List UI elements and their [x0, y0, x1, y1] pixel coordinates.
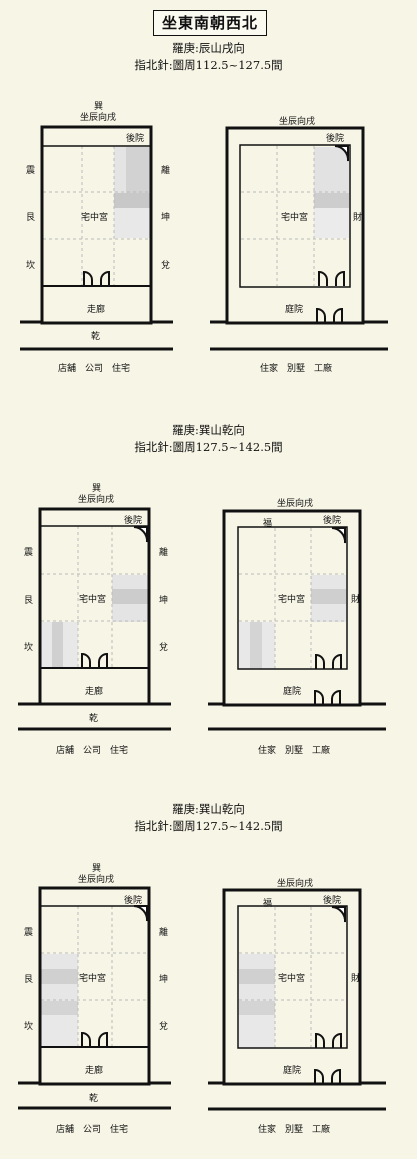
s1-left-label-zhen: 震 [26, 166, 36, 176]
s1-left-top-label-1: 巽 [94, 102, 104, 112]
s2-left-caption: 店舖 公司 住宅 [56, 746, 129, 756]
section-1-heading: 羅庚:辰山戌向 [172, 41, 245, 55]
s2-left-label-kun: 坤 [159, 596, 169, 606]
s3-left-label-kun: 坤 [159, 975, 169, 985]
page-title: 坐東南朝西北 [153, 10, 267, 36]
s1-left-label-kan: 坎 [26, 261, 36, 271]
s2-left-label-kan: 坎 [24, 643, 34, 653]
section-1-compass: 指北針:圖周112.5~127.5間 [134, 58, 283, 72]
s3-left-ground-label: 乾 [89, 1094, 99, 1104]
s2-left-top-label-2: 坐辰向戌 [78, 495, 115, 505]
section-2-compass: 指北針:圖周127.5~142.5間 [134, 440, 283, 454]
s3-right-corner-label: 後院 [323, 896, 342, 906]
s1-right-center-label: 宅中宮 [281, 213, 309, 223]
s3-right-bottom-label: 庭院 [283, 1066, 302, 1076]
s1-right-corner-label: 後院 [326, 134, 345, 144]
s1-right-side-label: 財 [353, 213, 363, 223]
s2-left-center-label: 宅中宮 [79, 595, 107, 605]
s3-left-label-li: 離 [159, 928, 169, 938]
s2-right-bottom-label: 庭院 [283, 687, 302, 697]
s2-right-corner-label: 後院 [323, 516, 342, 526]
s3-right-top-label: 坐辰向戌 [277, 879, 314, 889]
s1-left-bottom-label: 走廊 [87, 305, 106, 315]
s1-left-center-label: 宅中宮 [81, 213, 109, 223]
s2-right-center-label: 宅中宮 [278, 595, 306, 605]
s1-left-corner-label: 後院 [126, 134, 145, 144]
s1-left-floor-plan [20, 125, 173, 351]
s1-left-label-kun: 坤 [161, 213, 171, 223]
s3-left-label-gen: 艮 [24, 975, 34, 985]
s3-right-extra-label: 福 [263, 899, 273, 909]
s1-right-floor-plan [210, 126, 388, 351]
s2-right-side-label: 財 [351, 595, 361, 605]
s3-left-center-label: 宅中宮 [79, 974, 107, 984]
s3-left-label-zhen: 震 [24, 928, 34, 938]
s3-right-center-label: 宅中宮 [278, 974, 306, 984]
s2-left-ground-label: 乾 [89, 714, 99, 724]
s1-right-bottom-label: 庭院 [285, 305, 304, 315]
section-3-heading: 羅庚:巽山乾向 [172, 802, 245, 816]
s2-left-label-li: 離 [159, 548, 169, 558]
s1-left-label-li: 離 [161, 166, 171, 176]
s3-left-label-kan: 坎 [24, 1022, 34, 1032]
s2-left-top-label-1: 巽 [92, 484, 102, 494]
s3-left-bottom-label: 走廊 [85, 1066, 104, 1076]
s2-right-caption: 住家 別墅 工廠 [258, 746, 331, 756]
s1-left-top-label-2: 坐辰向戌 [80, 113, 117, 123]
s3-left-corner-label: 後院 [124, 896, 143, 906]
section-2-heading: 羅庚:巽山乾向 [172, 423, 245, 437]
s1-left-label-gen: 艮 [26, 213, 36, 223]
s1-right-caption: 住家 別墅 工廠 [260, 364, 333, 374]
s1-left-caption: 店舖 公司 住宅 [58, 364, 131, 374]
s2-left-corner-label: 後院 [124, 516, 143, 526]
s3-right-side-label: 財 [351, 974, 361, 984]
s3-left-top-label-2: 坐辰向戌 [78, 875, 115, 885]
s2-left-label-gen: 艮 [24, 596, 34, 606]
s2-left-bottom-label: 走廊 [85, 687, 104, 697]
s3-left-top-label-1: 巽 [92, 864, 102, 874]
section-3-compass: 指北針:圖周127.5~142.5間 [134, 819, 283, 833]
s1-left-label-dui: 兌 [161, 261, 171, 271]
s2-left-floor-plan [18, 507, 171, 731]
s2-left-label-zhen: 震 [24, 548, 34, 558]
s2-right-floor-plan [208, 509, 386, 731]
s1-right-top-label: 坐辰向戌 [279, 117, 316, 127]
s3-right-caption: 住家 別墅 工廠 [258, 1125, 331, 1135]
s3-left-caption: 店舖 公司 住宅 [56, 1125, 129, 1135]
s2-right-top-label: 坐辰向戌 [277, 499, 314, 509]
s3-left-label-dui: 兌 [159, 1022, 169, 1032]
s2-right-extra-label: 福 [263, 519, 273, 529]
s1-left-ground-label: 乾 [91, 332, 101, 342]
s2-left-label-dui: 兌 [159, 643, 169, 653]
